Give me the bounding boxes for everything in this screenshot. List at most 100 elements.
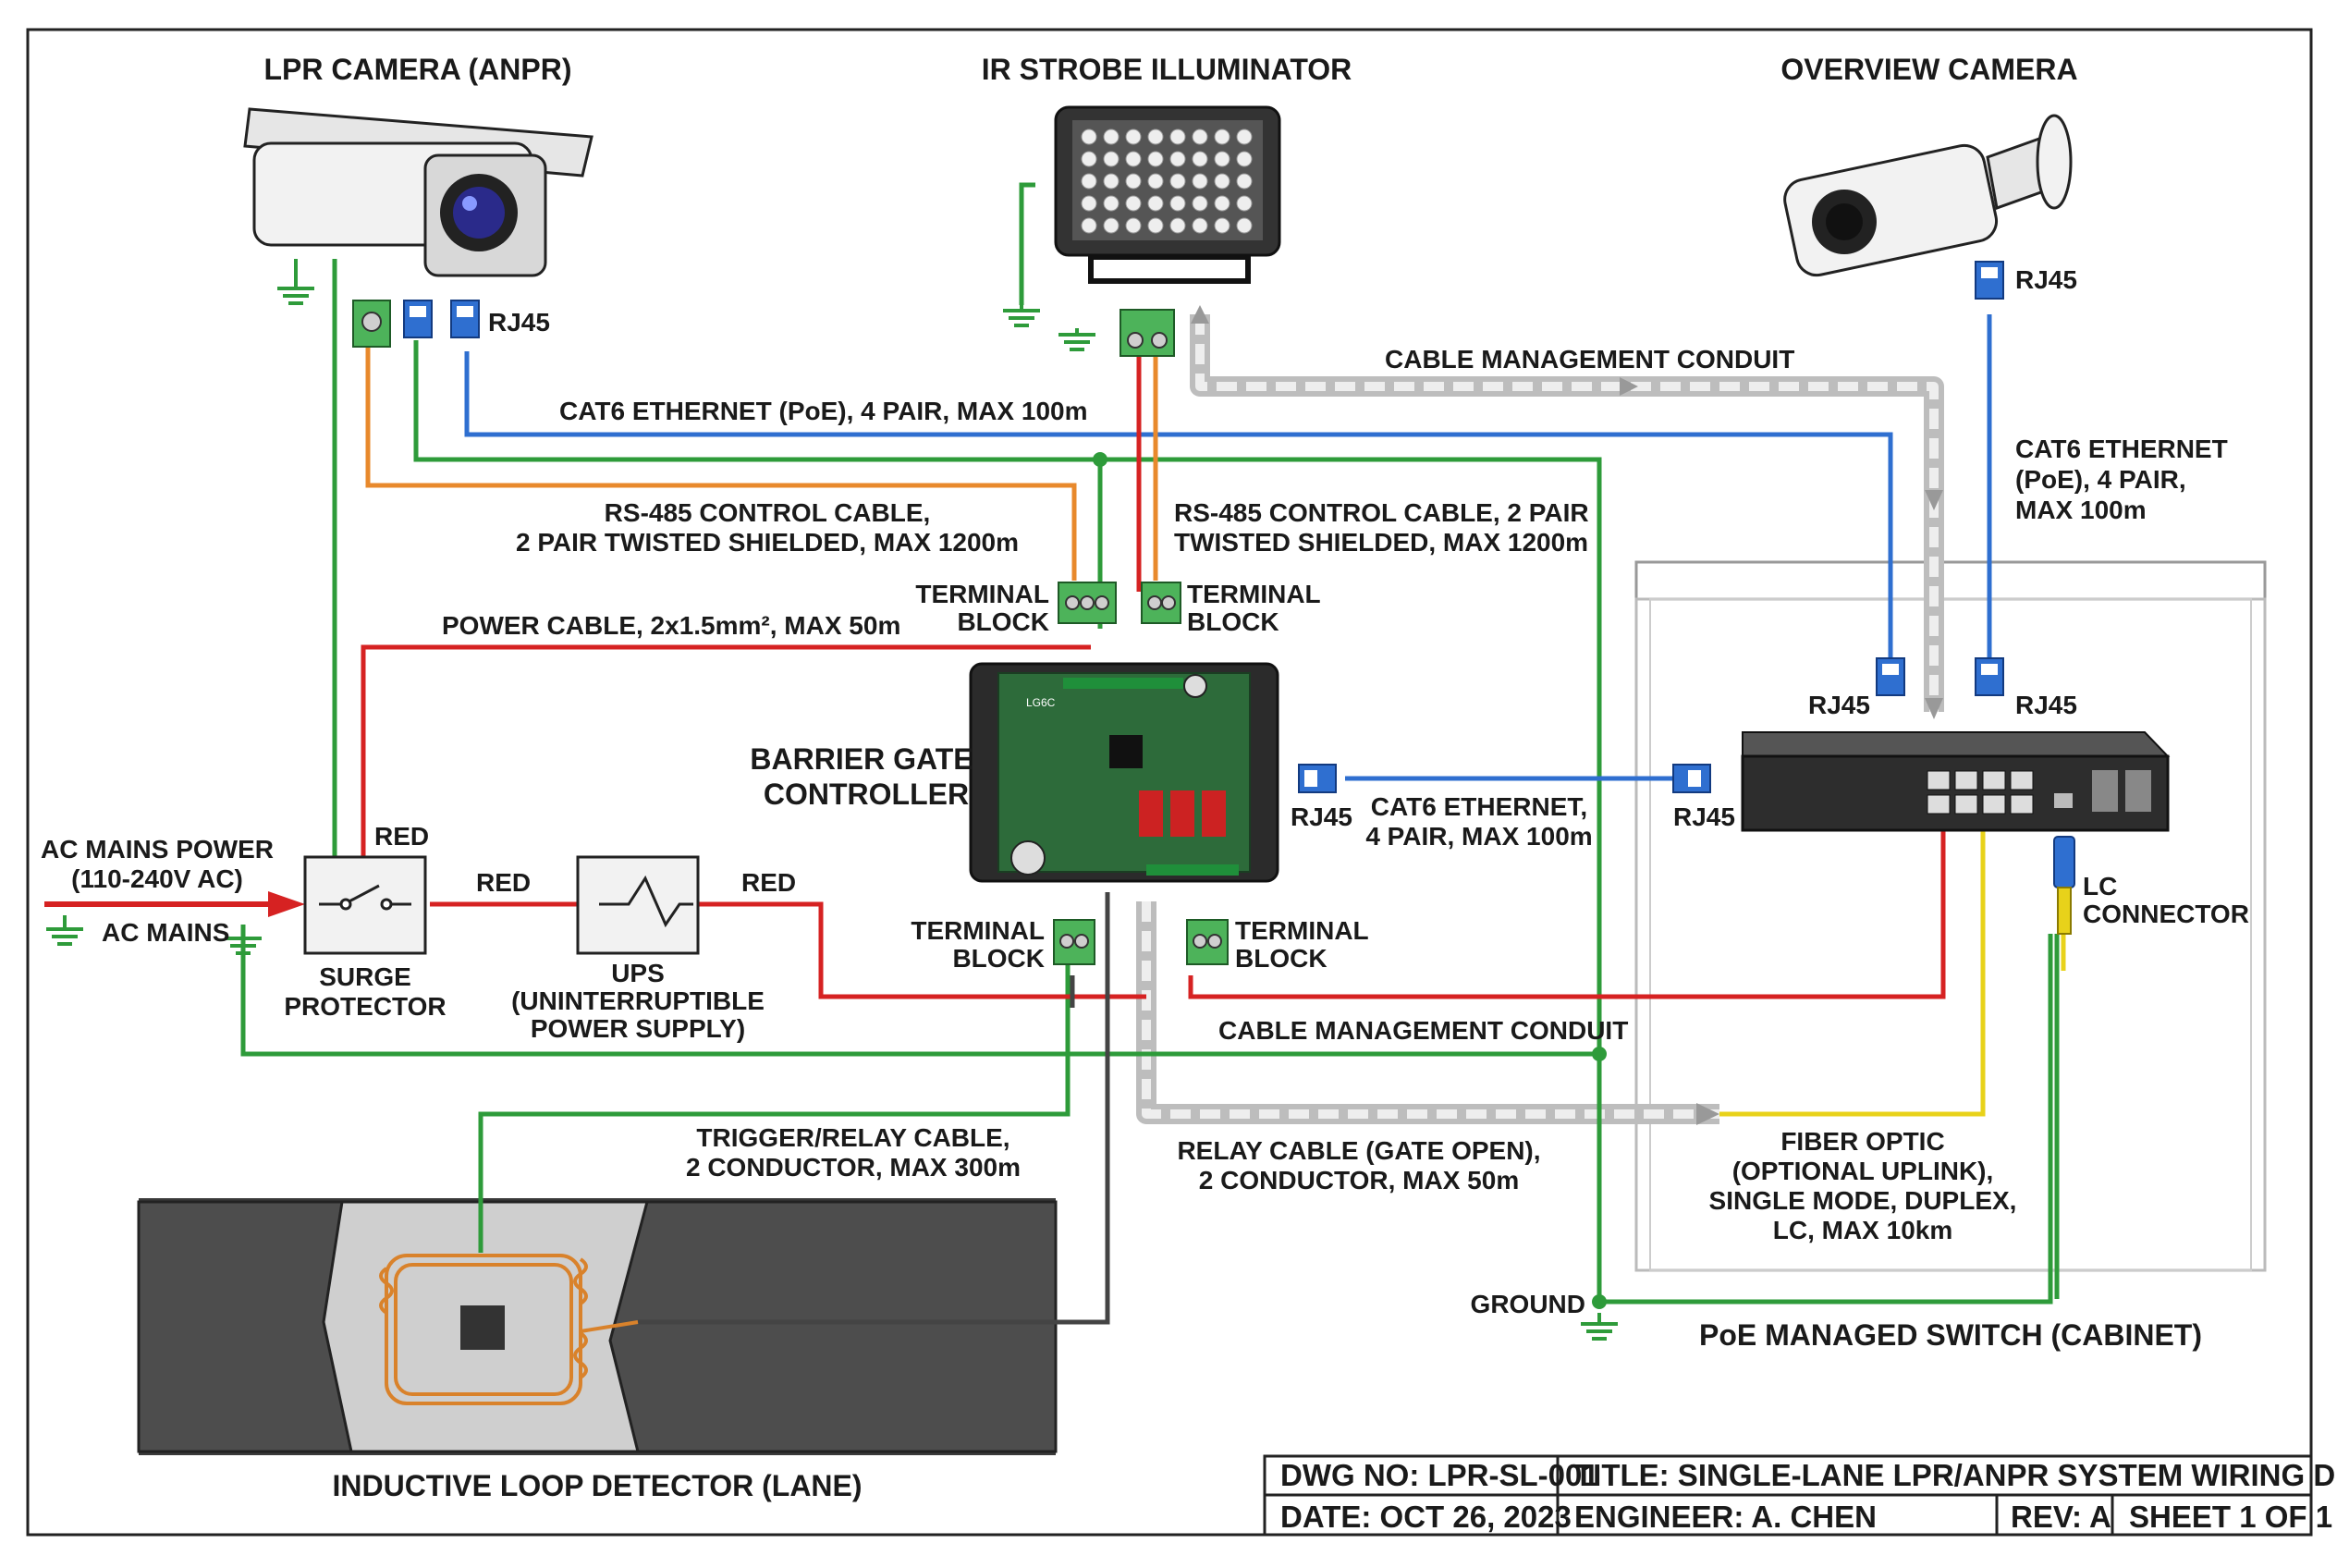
- led-icon: [1169, 173, 1186, 190]
- fiber-label-2: (OPTIONAL UPLINK),: [1732, 1157, 1994, 1185]
- led-icon: [1103, 129, 1120, 145]
- cat6-poe-right-label-1: CAT6 ETHERNET: [2015, 435, 2228, 463]
- ups-label-2: (UNINTERRUPTIBLE: [511, 986, 765, 1015]
- rj45-label: RJ45: [488, 308, 550, 337]
- terminal-block-label-1: TERMINAL: [1187, 580, 1321, 608]
- led-icon: [1192, 129, 1208, 145]
- road-lane: [137, 1198, 1058, 1455]
- led-icon: [1169, 129, 1186, 145]
- lc-connector-icon: [2053, 836, 2075, 935]
- red-label: RED: [374, 822, 429, 851]
- cable-conduit-bottom-label: CABLE MANAGEMENT CONDUIT: [1218, 1016, 1628, 1045]
- rs485-left-label-1: RS-485 CONTROL CABLE,: [605, 498, 931, 527]
- poe-switch-icon: [1741, 731, 2171, 832]
- rj45-connector-icon: [1672, 764, 1711, 793]
- ground-label: GROUND: [1471, 1290, 1585, 1318]
- drawing-title: TITLE: SINGLE-LANE LPR/ANPR SYSTEM WIRIN…: [1574, 1458, 2337, 1492]
- switch-label: PoE MANAGED SWITCH (CABINET): [1699, 1318, 2202, 1352]
- drawing-sheet: SHEET 1 OF 1: [2129, 1500, 2332, 1534]
- lpr-camera-icon: [243, 107, 593, 277]
- terminal-block-controller-top-left: [1058, 582, 1117, 624]
- cat6-poe-right-label-3: MAX 100m: [2015, 496, 2147, 524]
- red-label: RED: [741, 868, 796, 897]
- led-icon: [1125, 129, 1142, 145]
- ups-label-3: POWER SUPPLY): [531, 1014, 745, 1043]
- led-icon: [1125, 195, 1142, 212]
- led-icon: [1081, 173, 1097, 190]
- terminal-block-controller-top-right: [1141, 582, 1181, 624]
- switch-port-icon: [1982, 770, 2006, 790]
- rs485-cables: [365, 340, 1158, 581]
- led-icon: [1103, 173, 1120, 190]
- fiber-label-1: FIBER OPTIC: [1780, 1127, 1944, 1156]
- led-icon: [1192, 217, 1208, 234]
- rj45-label: RJ45: [1808, 691, 1870, 719]
- led-icon: [1236, 151, 1253, 167]
- ac-mains-feed: [44, 891, 305, 917]
- title-block: [1263, 1454, 2313, 1537]
- overview-camera-icon: [1783, 114, 2073, 277]
- lpr-camera-label: LPR CAMERA (ANPR): [263, 53, 571, 86]
- led-icon: [1192, 195, 1208, 212]
- cabinet-enclosure: [1634, 560, 2267, 1272]
- trigger-label-2: 2 CONDUCTOR, MAX 300m: [686, 1153, 1021, 1182]
- ir-illuminator-icon: [1054, 105, 1281, 284]
- switch-port-icon: [1927, 794, 1951, 815]
- ground-junction: [1592, 1294, 1607, 1309]
- terminal-block-label-1: TERMINAL: [911, 916, 1045, 945]
- loop-sensor-box: [460, 1305, 505, 1350]
- terminal-block-label-1: TERMINAL: [1235, 916, 1369, 945]
- fiber-label-3: SINGLE MODE, DUPLEX,: [1709, 1186, 2017, 1215]
- ground-symbols: [46, 259, 1618, 1341]
- relay-label-2: 2 CONDUCTOR, MAX 50m: [1199, 1166, 1519, 1194]
- power-cable-label: POWER CABLE, 2x1.5mm², MAX 50m: [442, 611, 900, 640]
- terminal-block-controller-bottom-right: [1186, 919, 1229, 965]
- rs485-right-label-1: RS-485 CONTROL CABLE, 2 PAIR: [1174, 498, 1589, 527]
- ac-mains-power-label-2: (110-240V AC): [71, 864, 243, 893]
- lc-connector-label-2: CONNECTOR: [2083, 900, 2249, 928]
- terminal-block-ir: [1120, 309, 1175, 357]
- lc-connector-label-1: LC: [2083, 872, 2117, 900]
- drawing-engineer: ENGINEER: A. CHEN: [1574, 1500, 1877, 1534]
- switch-port-icon: [1927, 770, 1951, 790]
- led-icon: [1103, 217, 1120, 234]
- ground-junction: [1093, 452, 1107, 467]
- led-icon: [1081, 195, 1097, 212]
- cable-conduit-bottom: [1136, 901, 1719, 1125]
- led-icon: [1103, 151, 1120, 167]
- led-icon: [1147, 151, 1164, 167]
- switch-port-icon: [1954, 794, 1978, 815]
- switch-port-icon: [1954, 770, 1978, 790]
- controller-brand: LG6C: [1026, 696, 1056, 709]
- led-icon: [1103, 195, 1120, 212]
- loop-label: INDUCTIVE LOOP DETECTOR (LANE): [332, 1469, 862, 1502]
- led-icon: [1214, 173, 1230, 190]
- relay-label-1: RELAY CABLE (GATE OPEN),: [1177, 1136, 1540, 1165]
- fiber-label-4: LC, MAX 10km: [1773, 1216, 1953, 1244]
- led-icon: [1169, 195, 1186, 212]
- cat6-mid-label-2: 4 PAIR, MAX 100m: [1365, 822, 1592, 851]
- led-icon: [1147, 195, 1164, 212]
- led-icon: [1169, 217, 1186, 234]
- cat6-poe-right-label-2: (PoE), 4 PAIR,: [2015, 465, 2186, 494]
- led-icon: [1236, 173, 1253, 190]
- led-icon: [1214, 129, 1230, 145]
- inductive-loop: [379, 1254, 639, 1405]
- led-icon: [1125, 217, 1142, 234]
- led-icon: [1147, 129, 1164, 145]
- rj45-connector-icon: [1876, 657, 1905, 696]
- led-icon: [1236, 195, 1253, 212]
- controller-label-1: BARRIER GATE: [750, 742, 973, 776]
- cable-conduit-top: [1190, 305, 1944, 719]
- surge-label-2: PROTECTOR: [284, 992, 446, 1021]
- rj45-connector-icon: [1975, 261, 2004, 300]
- led-icon: [1214, 195, 1230, 212]
- rj45-connector-icon: [1975, 657, 2004, 696]
- controller-label-2: CONTROLLER: [764, 778, 969, 811]
- led-icon: [1125, 173, 1142, 190]
- led-icon: [1214, 151, 1230, 167]
- rj45-connector-icon: [1298, 764, 1337, 793]
- led-icon: [1192, 151, 1208, 167]
- relay-cables: [638, 892, 1110, 1325]
